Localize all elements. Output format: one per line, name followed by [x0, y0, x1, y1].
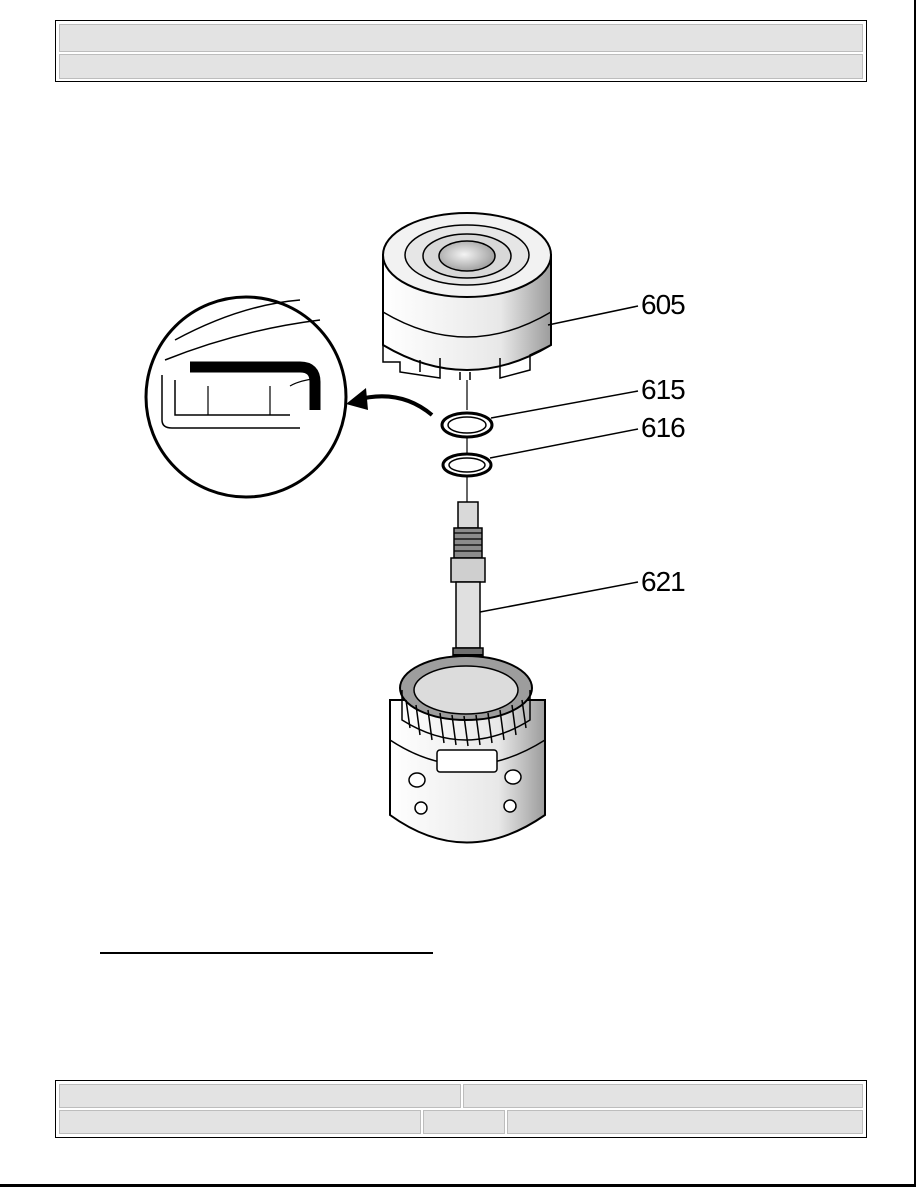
- callout-605: 605: [641, 289, 685, 320]
- footer-top-left: [59, 1084, 461, 1108]
- housing-605: [382, 212, 552, 410]
- header-subtitle: [59, 54, 863, 79]
- callout-615: 615: [641, 374, 685, 405]
- document-header: [55, 20, 867, 82]
- pointer-arrow: [346, 388, 434, 417]
- footer-top-right: [463, 1084, 863, 1108]
- footer-bottom-right: [507, 1110, 863, 1134]
- seal-615: [440, 411, 494, 439]
- seal-616: [441, 452, 493, 478]
- caption-underline: [100, 952, 433, 954]
- callout-616: 616: [641, 412, 685, 443]
- callout-621: 621: [641, 566, 685, 597]
- callout-leaders: [479, 305, 639, 613]
- header-title: [59, 24, 863, 52]
- carrier-assembly: [389, 655, 546, 844]
- exploded-view-illustration: 605 615 616 621: [144, 212, 686, 844]
- seal-detail-magnifier: [144, 295, 348, 499]
- document-footer: [55, 1080, 867, 1138]
- footer-bottom-left: [59, 1110, 421, 1134]
- footer-bottom-middle: [423, 1110, 505, 1134]
